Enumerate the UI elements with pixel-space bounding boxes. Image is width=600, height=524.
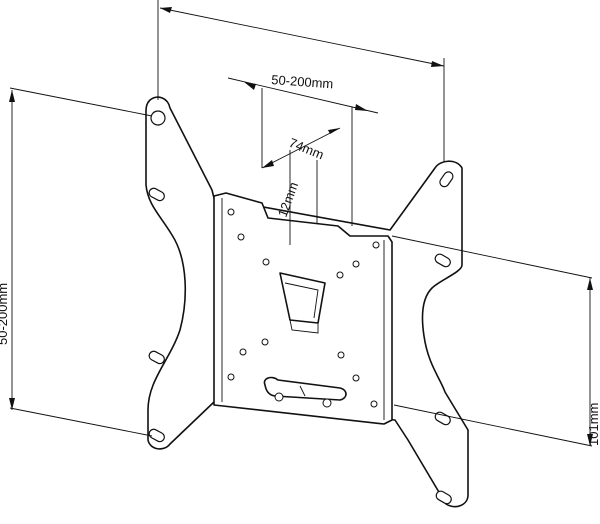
label-left-height: 50-200mm (0, 283, 10, 345)
label-depth: 74mm (287, 135, 326, 162)
tilt-tab (279, 272, 326, 334)
label-right-height: 101mm (586, 403, 600, 446)
wall-plate-holes (227, 208, 380, 408)
wall-plate (213, 192, 393, 425)
label-bracket-width: 50-200mm (271, 72, 334, 91)
dimension-bracket-width: 50-200mm (227, 72, 379, 226)
dimension-right-height: 101mm (391, 235, 600, 447)
dimension-top-width (157, 0, 445, 162)
hinge-bracket (263, 376, 347, 408)
arm-slot-holes (148, 110, 454, 505)
dimension-left-height: 50-200mm (0, 87, 153, 437)
dimension-depth: 74mm (261, 127, 341, 169)
